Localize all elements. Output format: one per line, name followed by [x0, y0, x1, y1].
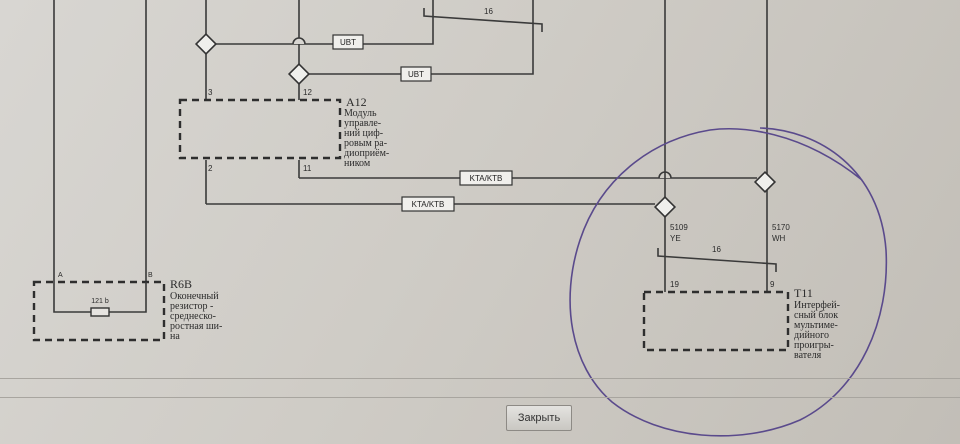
r6b-wire-right — [109, 282, 147, 313]
wire-5170-number: 5170 — [772, 223, 790, 232]
t11-component-box — [642, 290, 790, 352]
t11-desc-line: мультиме- — [794, 320, 838, 331]
footer-divider — [0, 378, 960, 398]
twist-bottom-label: 16 — [712, 245, 721, 254]
ubt-tag-box — [332, 34, 364, 50]
t11-desc-line: Интерфей- — [794, 300, 840, 311]
twist-marker-bottom — [657, 248, 777, 272]
r6b-wire-left — [53, 282, 91, 313]
t11-desc-line: проигры- — [794, 340, 834, 351]
twist-top-label: 16 — [484, 7, 493, 16]
splice-node — [194, 32, 218, 56]
r6b-value: 121 b — [91, 298, 109, 305]
a12-pin-12: 12 — [303, 88, 312, 97]
ubt-top-label: UBT — [340, 38, 356, 47]
kta-tag-box — [401, 196, 455, 212]
wire-5170-color: WH — [772, 234, 786, 243]
a12-pin-3: 3 — [208, 88, 213, 97]
wire-ubt-top — [206, 0, 434, 45]
a12-id: A12 — [346, 95, 367, 109]
r6b-pin-a: A — [58, 272, 63, 279]
a12-pin-11: 11 — [303, 164, 312, 173]
a12-desc-line: ровым ра- — [344, 138, 387, 149]
a12-pin-2: 2 — [208, 164, 213, 173]
splice-node — [653, 195, 677, 219]
kta-upper-label: KTA/KTB — [470, 174, 503, 183]
close-button[interactable]: Закрыть — [506, 405, 572, 431]
r6b-desc-line: Оконечный — [170, 291, 219, 302]
kta-tag-box — [459, 170, 513, 186]
a12-component-box — [178, 98, 342, 160]
r6b-component-box — [32, 280, 166, 342]
wire-ubt-mid — [299, 0, 534, 75]
splice-node — [287, 62, 311, 86]
r6b-desc-line: ростная ши- — [170, 321, 222, 332]
r6b-id: R6B — [170, 277, 192, 291]
r6b-desc-line: резистор - — [170, 301, 213, 312]
ubt-mid-label: UBT — [408, 70, 424, 79]
kta-lower-label: KTA/KTB — [412, 200, 445, 209]
wire-5109-color: YE — [670, 234, 681, 243]
r6b-pin-b: B — [148, 272, 153, 279]
t11-pin-19: 19 — [670, 280, 679, 289]
t11-id: T11 — [794, 286, 813, 300]
a12-desc-line: диоприём- — [344, 148, 389, 159]
twist-marker-top — [423, 8, 543, 32]
ubt-tag-box — [400, 66, 432, 82]
t11-desc-line: сный блок — [794, 310, 838, 321]
r6b-desc-line: среднеско- — [170, 311, 216, 322]
t11-desc-line: дийного — [794, 330, 829, 341]
splice-node — [753, 170, 777, 194]
a12-desc-line: Модуль — [344, 108, 377, 119]
wire-crossing-hop — [292, 37, 306, 45]
t11-pin-9: 9 — [770, 280, 775, 289]
t11-desc-line: вателя — [794, 350, 822, 361]
a12-desc-line: управле- — [344, 118, 381, 129]
wire-5109-number: 5109 — [670, 223, 688, 232]
a12-desc-line: ником — [344, 158, 371, 169]
r6b-desc-line: на — [170, 331, 180, 342]
a12-desc-line: ний циф- — [344, 128, 383, 139]
hand-drawn-circle — [569, 127, 888, 437]
resistor-symbol — [90, 307, 110, 317]
